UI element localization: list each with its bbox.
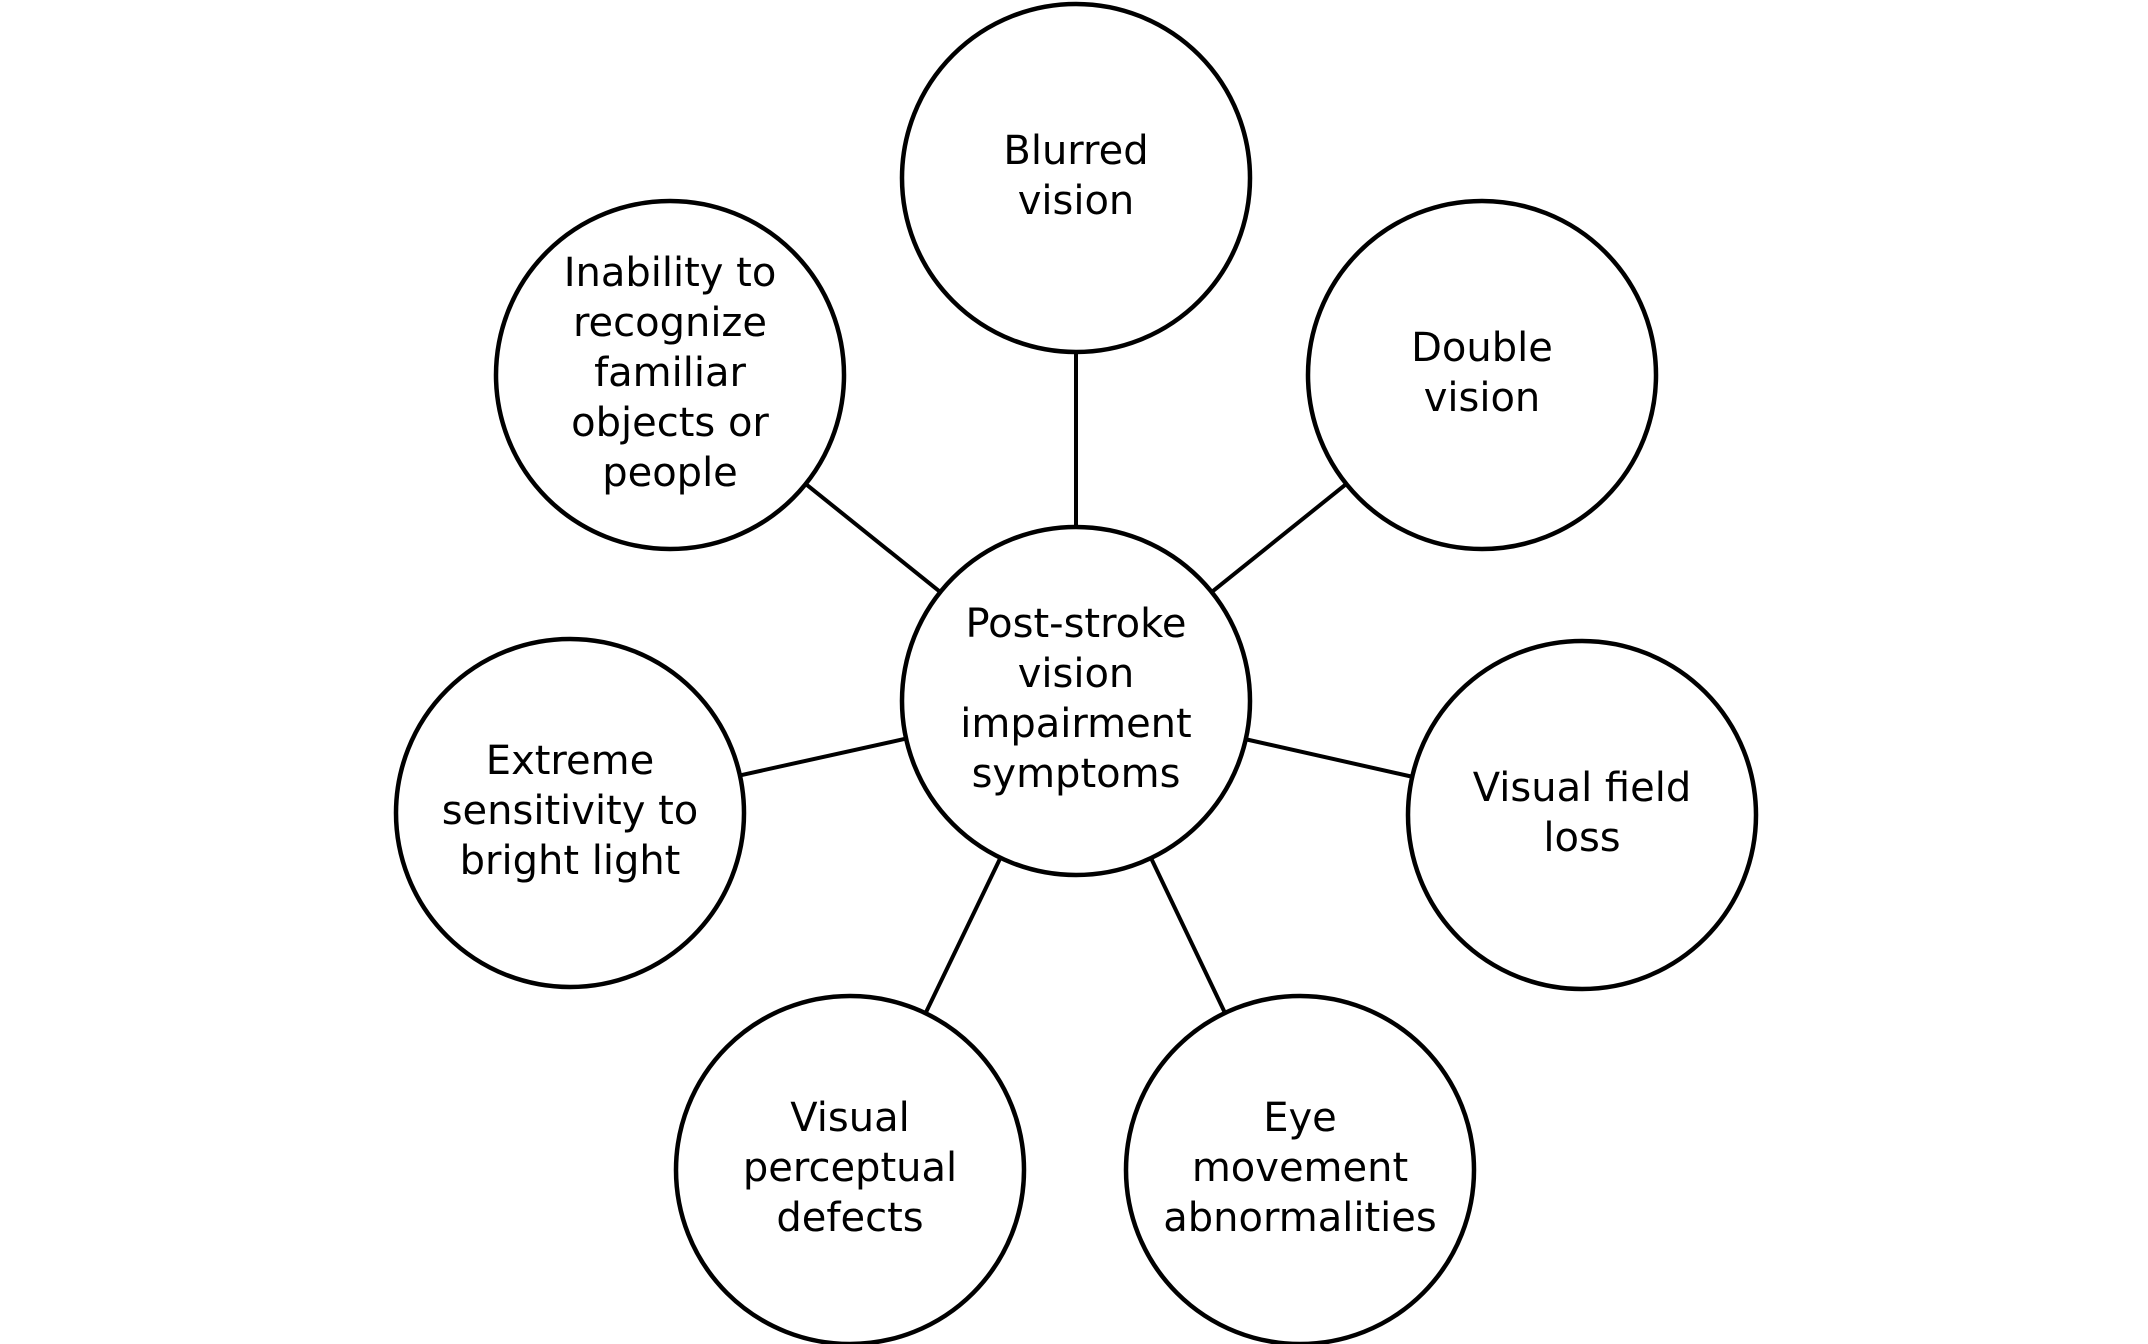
node-visual-field-loss-label-line: Visual field xyxy=(1473,765,1691,811)
node-double-vision-circle xyxy=(1305,198,1659,552)
connector-inability-to-recognize xyxy=(804,482,942,594)
center-node-label-line: impairment xyxy=(960,701,1191,747)
connectors xyxy=(739,352,1413,1015)
node-double-vision-label-line: vision xyxy=(1424,375,1541,421)
node-visual-perceptual-defects-circle xyxy=(673,993,1027,1344)
node-double-vision-label-line: Double xyxy=(1411,325,1553,371)
node-visual-field-loss-circle xyxy=(1405,638,1759,992)
node-extreme-sensitivity-label-line: bright light xyxy=(460,838,681,884)
node-blurred-vision-circle xyxy=(899,1,1253,355)
node-eye-movement-abnormalities-label-line: Eye xyxy=(1263,1095,1337,1141)
node-extreme-sensitivity-label-line: Extreme xyxy=(486,738,654,784)
node-visual-perceptual-defects-label-line: defects xyxy=(776,1195,923,1241)
node-inability-to-recognize-label-line: familiar xyxy=(594,350,746,396)
connector-double-vision xyxy=(1210,482,1348,594)
node-visual-field-loss-label-line: loss xyxy=(1543,815,1620,861)
connector-visual-field-loss xyxy=(1245,737,1413,779)
center-node-label-line: symptoms xyxy=(972,751,1181,797)
node-blurred-vision-label-line: vision xyxy=(1018,178,1135,224)
connector-visual-perceptual-defects xyxy=(923,856,1003,1015)
connector-extreme-sensitivity xyxy=(739,736,907,778)
center-node-circle xyxy=(899,524,1253,878)
node-inability-to-recognize-label-line: Inability to xyxy=(564,250,777,296)
node-extreme-sensitivity-circle xyxy=(393,636,747,990)
node-blurred-vision-label-line: Blurred xyxy=(1003,128,1148,174)
node-eye-movement-abnormalities-circle xyxy=(1123,993,1477,1344)
node-inability-to-recognize-circle xyxy=(493,198,847,552)
connector-eye-movement-abnormalities xyxy=(1149,857,1227,1014)
center-node-label-line: vision xyxy=(1018,651,1135,697)
node-inability-to-recognize-label-line: people xyxy=(602,450,738,496)
node-visual-perceptual-defects-label-line: Visual xyxy=(790,1095,909,1141)
center-node-label-line: Post-stroke xyxy=(965,601,1186,647)
node-eye-movement-abnormalities-label-line: movement xyxy=(1192,1145,1408,1191)
node-eye-movement-abnormalities-label-line: abnormalities xyxy=(1163,1195,1436,1241)
node-inability-to-recognize-label-line: objects or xyxy=(571,400,769,446)
node-inability-to-recognize-label-line: recognize xyxy=(573,300,767,346)
node-visual-perceptual-defects-label-line: perceptual xyxy=(743,1145,957,1191)
node-extreme-sensitivity-label-line: sensitivity to xyxy=(442,788,699,834)
nodes: Post-strokevisionimpairmentsymptomsBlurr… xyxy=(393,1,1759,1344)
